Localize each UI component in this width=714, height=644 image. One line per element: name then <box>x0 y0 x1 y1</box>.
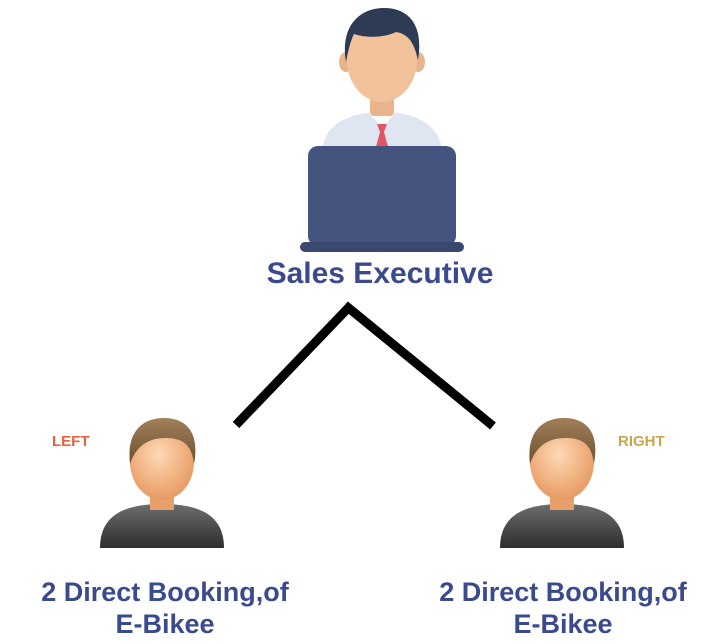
left-caption-line2: E-Bikee <box>115 609 215 639</box>
right-user-avatar-icon <box>500 418 624 548</box>
left-caption: 2 Direct Booking,of E-Bikee <box>0 576 330 640</box>
sales-executive-laptop-icon <box>300 8 464 252</box>
right-caption-line2: E-Bikee <box>513 609 613 639</box>
right-caption: 2 Direct Booking,of E-Bikee <box>398 576 714 640</box>
connector-left-line <box>232 301 355 429</box>
connector-right-line <box>342 301 496 430</box>
right-tag: RIGHT <box>618 433 665 450</box>
left-caption-line1: 2 Direct Booking,of <box>41 577 289 607</box>
left-tag: LEFT <box>52 433 90 450</box>
sales-executive-title: Sales Executive <box>266 257 494 290</box>
right-caption-line1: 2 Direct Booking,of <box>439 577 687 607</box>
left-user-avatar-icon <box>100 418 224 548</box>
